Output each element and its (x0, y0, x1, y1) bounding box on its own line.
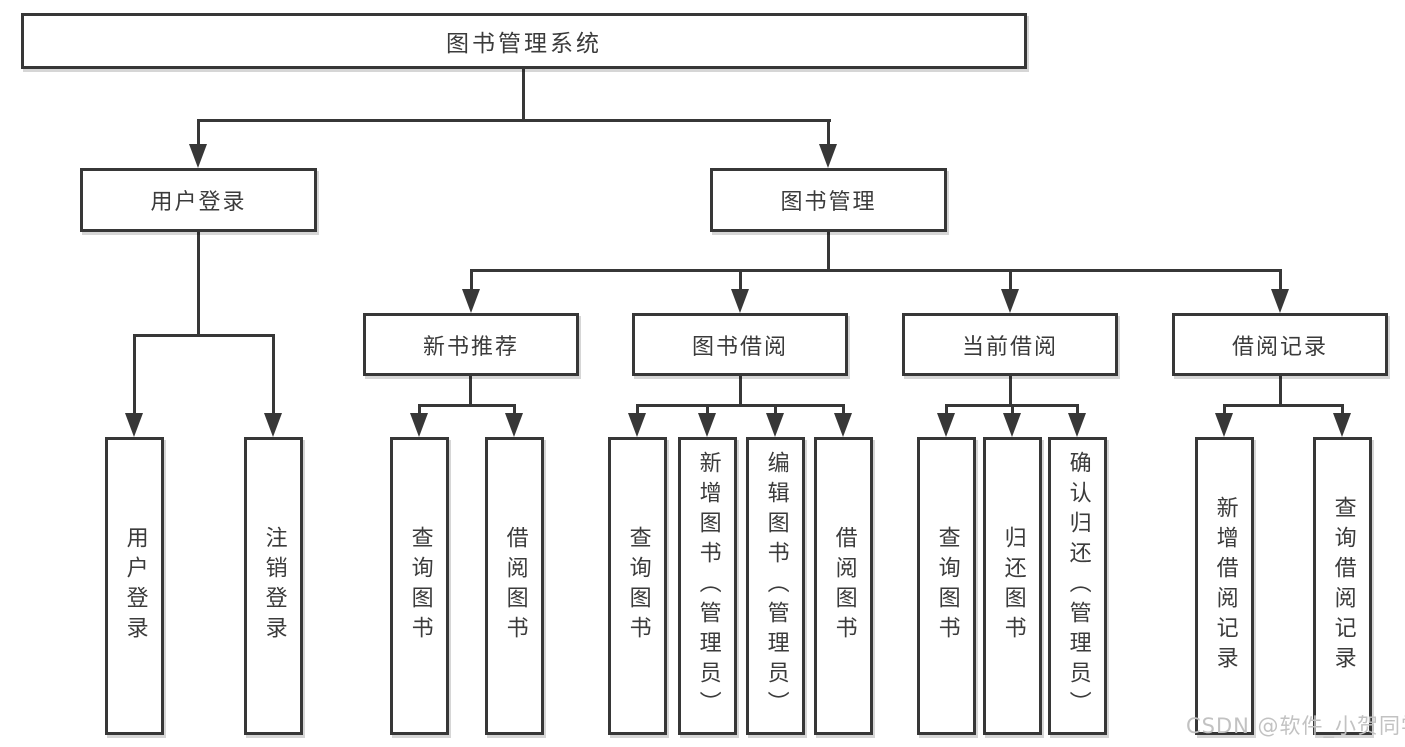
connector-vline (1341, 404, 1344, 417)
connector-vline (827, 119, 830, 146)
arrowhead-down-icon (189, 144, 207, 168)
arrowhead-down-icon (505, 413, 523, 437)
connector-vline (470, 269, 473, 292)
node-label: 借阅图书 (502, 526, 528, 646)
arrowhead-down-icon (1068, 413, 1086, 437)
node-label: 查询图书 (625, 526, 651, 646)
leaf-user-login: 用户登录 (105, 437, 164, 735)
leaf-query-books-borrowing: 查询图书 (608, 437, 667, 735)
node-label: 当前借阅 (961, 334, 1058, 360)
node-label: 注销登录 (261, 526, 287, 646)
connector-vline (706, 404, 709, 417)
leaf-confirm-return-admin: 确认归还（管理员） (1048, 437, 1107, 735)
connector-vline (636, 404, 639, 417)
node-label: 借阅图书 (831, 526, 857, 646)
node-label: 查询图书 (407, 526, 433, 646)
node-label: 新书推荐 (422, 334, 519, 360)
connector-vline (945, 404, 948, 417)
node-borrowing-records: 借阅记录 (1172, 313, 1388, 376)
connector-hline (197, 119, 831, 122)
arrowhead-down-icon (731, 289, 749, 313)
node-label: 编辑图书（管理员） (763, 451, 789, 721)
connector-vline (1011, 404, 1014, 417)
node-library-management-system: 图书管理系统 (21, 13, 1027, 69)
connector-hline (133, 334, 275, 337)
arrowhead-down-icon (819, 144, 837, 168)
connector-vline (197, 119, 200, 146)
connector-hline (1224, 404, 1344, 407)
connector-vline (842, 404, 845, 417)
arrowhead-down-icon (462, 289, 480, 313)
connector-hline (418, 404, 516, 407)
leaf-query-books-recommend: 查询图书 (390, 437, 449, 735)
connector-vline (827, 232, 830, 272)
connector-vline (1279, 376, 1282, 407)
arrowhead-down-icon (766, 413, 784, 437)
node-label: 用户登录 (150, 190, 247, 215)
node-label: 查询图书 (934, 526, 960, 646)
node-new-book-recommendation: 新书推荐 (363, 313, 579, 376)
arrowhead-down-icon (1001, 289, 1019, 313)
node-label: 新增借阅记录 (1212, 496, 1238, 676)
leaf-edit-books-admin: 编辑图书（管理员） (746, 437, 805, 735)
arrowhead-down-icon (698, 413, 716, 437)
connector-vline (1223, 404, 1226, 417)
node-label: 归还图书 (1000, 526, 1026, 646)
node-label: 借阅记录 (1231, 334, 1328, 360)
arrowhead-down-icon (410, 413, 428, 437)
arrowhead-down-icon (1271, 289, 1289, 313)
connector-vline (739, 376, 742, 407)
node-label: 图书管理系统 (446, 31, 602, 57)
connector-vline (739, 269, 742, 292)
arrowhead-down-icon (1333, 413, 1351, 437)
connector-vline (513, 404, 516, 417)
arrowhead-down-icon (1003, 413, 1021, 437)
node-label: 图书管理 (780, 190, 877, 215)
arrowhead-down-icon (628, 413, 646, 437)
connector-vline (197, 232, 200, 337)
leaf-borrow-books-recommend: 借阅图书 (485, 437, 544, 735)
connector-vline (272, 334, 275, 415)
leaf-logout: 注销登录 (244, 437, 303, 735)
leaf-query-books-current: 查询图书 (917, 437, 976, 735)
csdn-watermark: CSDN @软件_小贺同学 (1186, 714, 1405, 738)
connector-vline (522, 69, 525, 122)
connector-vline (133, 334, 136, 415)
arrowhead-down-icon (264, 413, 282, 437)
connector-hline (636, 404, 845, 407)
node-book-management: 图书管理 (710, 168, 947, 232)
connector-vline (1279, 269, 1282, 292)
leaf-add-borrow-record: 新增借阅记录 (1195, 437, 1254, 735)
leaf-return-books: 归还图书 (983, 437, 1042, 735)
connector-vline (469, 376, 472, 407)
leaf-borrow-books-borrowing: 借阅图书 (814, 437, 873, 735)
leaf-add-books-admin: 新增图书（管理员） (678, 437, 737, 735)
leaf-query-borrow-record: 查询借阅记录 (1313, 437, 1372, 735)
arrowhead-down-icon (1215, 413, 1233, 437)
connector-vline (1009, 269, 1012, 292)
node-label: 查询借阅记录 (1330, 496, 1356, 676)
node-label: 图书借阅 (691, 334, 788, 360)
node-label: 确认归还（管理员） (1065, 451, 1091, 721)
node-book-borrowing: 图书借阅 (632, 313, 848, 376)
connector-hline (470, 269, 1282, 272)
arrowhead-down-icon (834, 413, 852, 437)
arrowhead-down-icon (937, 413, 955, 437)
connector-vline (1076, 404, 1079, 417)
node-current-borrowing: 当前借阅 (902, 313, 1118, 376)
connector-vline (774, 404, 777, 417)
node-user-login: 用户登录 (80, 168, 317, 232)
connector-vline (418, 404, 421, 417)
arrowhead-down-icon (125, 413, 143, 437)
node-label: 新增图书（管理员） (695, 451, 721, 721)
connector-vline (1009, 376, 1012, 407)
node-label: 用户登录 (122, 526, 148, 646)
